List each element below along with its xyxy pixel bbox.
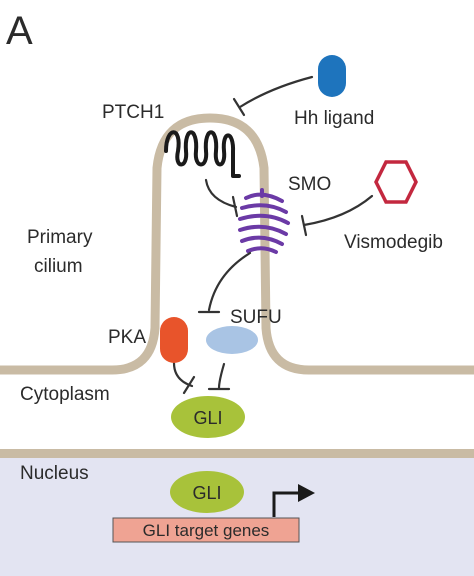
gli-target-genes-label: GLI target genes: [143, 521, 270, 540]
vismodegib-label: Vismodegib: [344, 232, 443, 253]
sufu-inhibits-gli: [217, 362, 226, 390]
hh-ligand-shape: [318, 55, 346, 97]
pka-shape: [160, 317, 188, 363]
cytoplasm-label: Cytoplasm: [20, 384, 110, 405]
ciliary-membrane: [0, 113, 474, 375]
gli-nucleus-shape: [170, 471, 244, 513]
nucleus-label: Nucleus: [20, 463, 89, 484]
nucleus-region: [0, 456, 474, 576]
sufu-label: SUFU: [230, 307, 282, 328]
gli-target-genes-box: [112, 517, 300, 543]
pka-label: PKA: [108, 327, 146, 348]
gli-cytoplasm-shape: [171, 396, 245, 438]
transcription-arrowhead: [298, 484, 315, 502]
gli-nucleus-label: GLI: [192, 483, 221, 503]
smo-inhibits-sufu: [207, 251, 252, 312]
gli-cytoplasm-label: GLI: [193, 408, 222, 428]
inhibition-lines: [172, 75, 374, 395]
sufu-shape: [206, 326, 258, 354]
primary-cilium-label-line1: Primary: [27, 227, 93, 248]
smo-label: SMO: [288, 174, 331, 195]
ptch1-inhibits-smo: [204, 178, 238, 209]
ptch1-receptor: [164, 130, 241, 178]
panel-label: A: [6, 9, 33, 53]
nuclear-envelope: [0, 449, 474, 458]
transcription-arrow: [272, 491, 300, 517]
ptch1-label: PTCH1: [102, 102, 164, 123]
smo-receptor: [238, 188, 290, 254]
vismodegib-inhibits-smo: [302, 194, 374, 227]
primary-cilium-label-line2: cilium: [34, 256, 83, 277]
vismodegib-shape: [374, 160, 418, 204]
hh-ligand-label: Hh ligand: [294, 108, 374, 129]
hh-inhibits-ptch1: [238, 75, 314, 109]
